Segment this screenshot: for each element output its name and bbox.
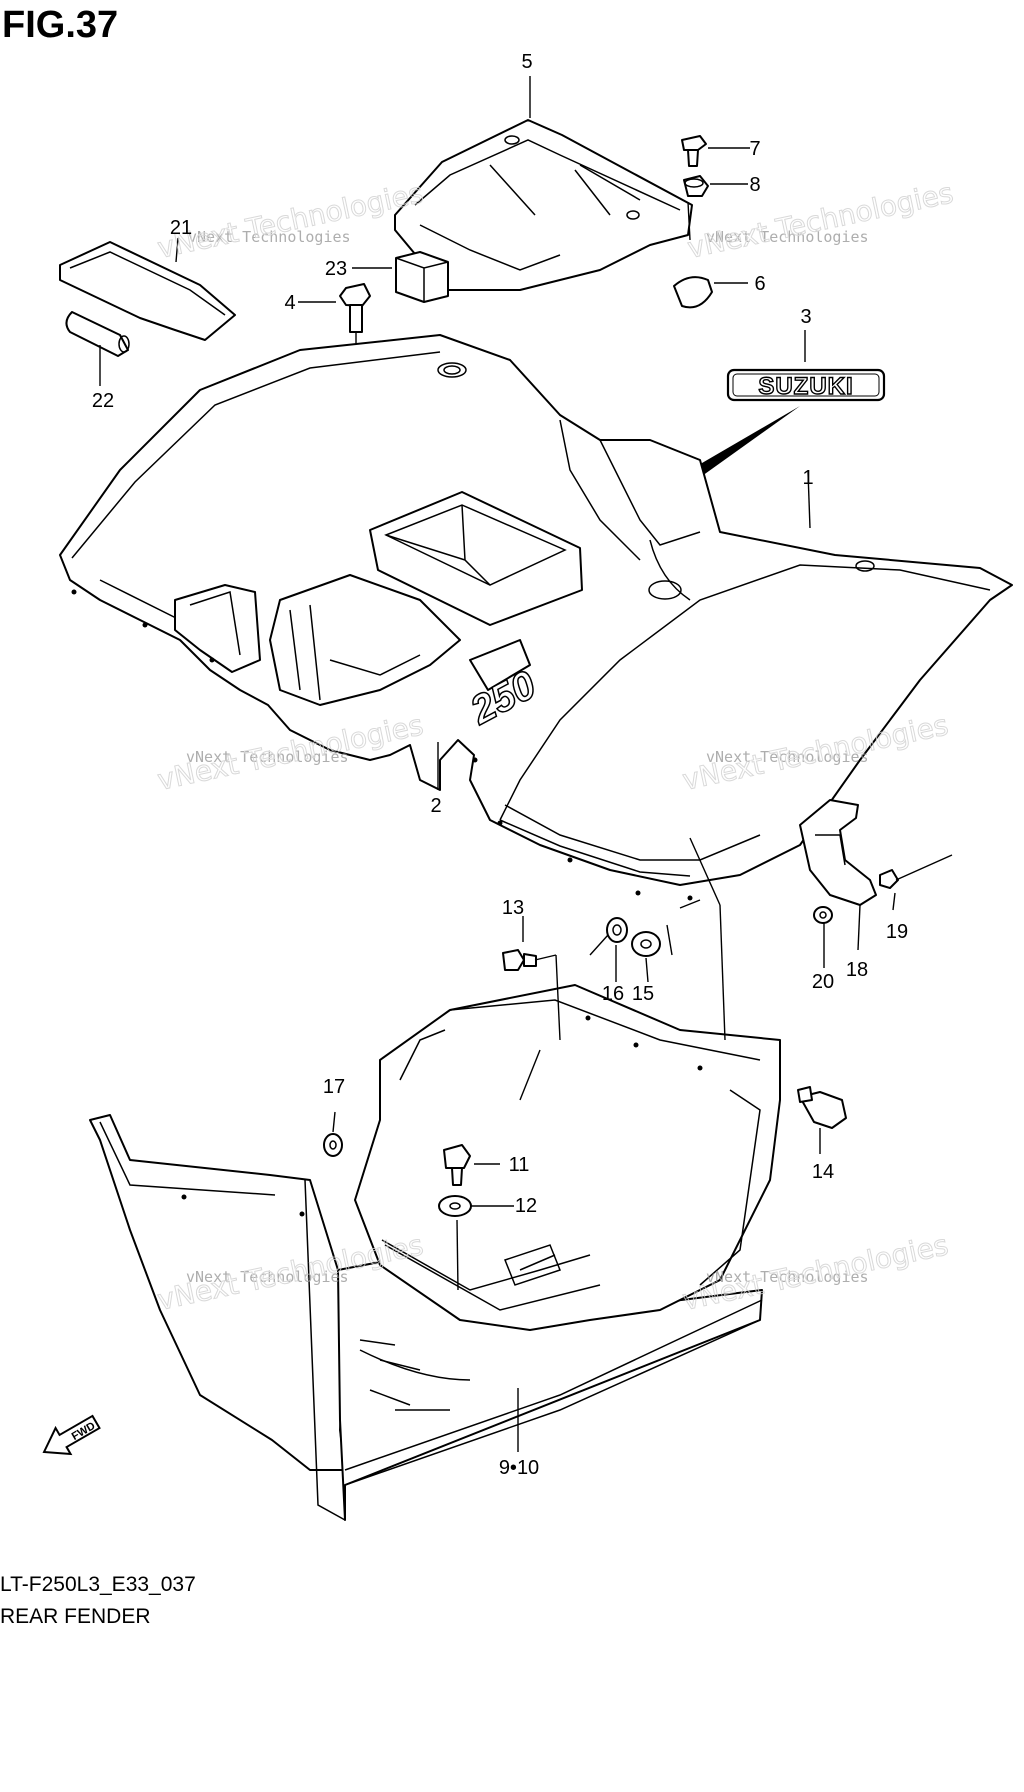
watermark-outline: vNext Technologies — [155, 176, 427, 265]
part-12-washer — [438, 1195, 472, 1217]
part-20-washer — [813, 906, 833, 924]
watermark-outline: vNext Technologies — [685, 176, 957, 265]
callout-16: 16 — [602, 983, 624, 1005]
callout-21: 21 — [170, 217, 192, 239]
part-23-block — [395, 251, 449, 303]
watermark-text: vNext Technologies — [706, 228, 869, 246]
callout-22: 22 — [92, 390, 114, 412]
model-code: LT-F250L3_E33_037 — [0, 1573, 196, 1596]
part-11-bolt — [443, 1144, 471, 1186]
part-19-screw — [879, 854, 953, 889]
callout-3: 3 — [800, 306, 811, 328]
part-22-cylinder — [65, 311, 130, 357]
callout-11: 11 — [509, 1154, 530, 1176]
watermark-text: vNext Technologies — [186, 748, 349, 766]
callout-14: 14 — [812, 1161, 834, 1183]
part-14-bolt — [797, 1086, 847, 1129]
callout-12: 12 — [515, 1195, 537, 1217]
part-7-push-rivet — [681, 135, 707, 167]
callout-2: 2 — [430, 795, 441, 817]
callout-17: 17 — [323, 1076, 345, 1098]
part-8-grommet — [683, 175, 709, 197]
watermark-2: vNext Technologies vNext Technologies — [684, 176, 957, 266]
callout-8: 8 — [749, 174, 760, 196]
callout-5: 5 — [521, 51, 532, 73]
callout-9-10: 9•10 — [499, 1457, 539, 1479]
part-1-rear-fender: 250 — [59, 334, 1013, 901]
part-13-bolt — [502, 949, 537, 971]
emblem-pointer — [690, 406, 800, 476]
figure-name: REAR FENDER — [0, 1605, 151, 1628]
watermark-1: vNext Technologies vNext Technologies — [154, 176, 427, 266]
watermark-text: vNext Technologies — [186, 1268, 349, 1286]
leader-lines — [99, 76, 896, 1452]
watermark-text: vNext Technologies — [188, 228, 351, 246]
callout-13: 13 — [502, 897, 524, 919]
watermark-text: vNext Technologies — [706, 748, 869, 766]
callout-7: 7 — [749, 138, 760, 160]
part-21-pad — [59, 241, 236, 341]
callout-19: 19 — [886, 921, 908, 943]
figure-title: FIG.37 — [2, 4, 119, 46]
callout-18: 18 — [846, 959, 868, 981]
emblem-text: SUZUKI — [758, 373, 853, 400]
part-18-bracket — [799, 799, 877, 906]
part-16-nut — [606, 917, 628, 943]
callout-6: 6 — [754, 273, 765, 295]
part-3-suzuki-emblem: SUZUKI — [726, 368, 886, 402]
callout-20: 20 — [812, 971, 834, 993]
part-9-10-footrest — [89, 984, 781, 1521]
callout-1: 1 — [802, 467, 813, 489]
part-17-washer — [323, 1133, 343, 1157]
fwd-label: FWD — [70, 1420, 98, 1443]
part-15-washer — [631, 931, 661, 957]
callout-15: 15 — [632, 983, 654, 1005]
callout-23: 23 — [325, 258, 347, 280]
callout-4: 4 — [284, 292, 295, 314]
watermark-text: vNext Technologies — [706, 1268, 869, 1286]
fwd-arrow: FWD — [42, 1414, 101, 1456]
part-6-cap — [673, 276, 713, 309]
callouts: 5 21 23 4 22 7 8 6 3 1 2 13 16 15 20 18 … — [92, 51, 908, 1479]
